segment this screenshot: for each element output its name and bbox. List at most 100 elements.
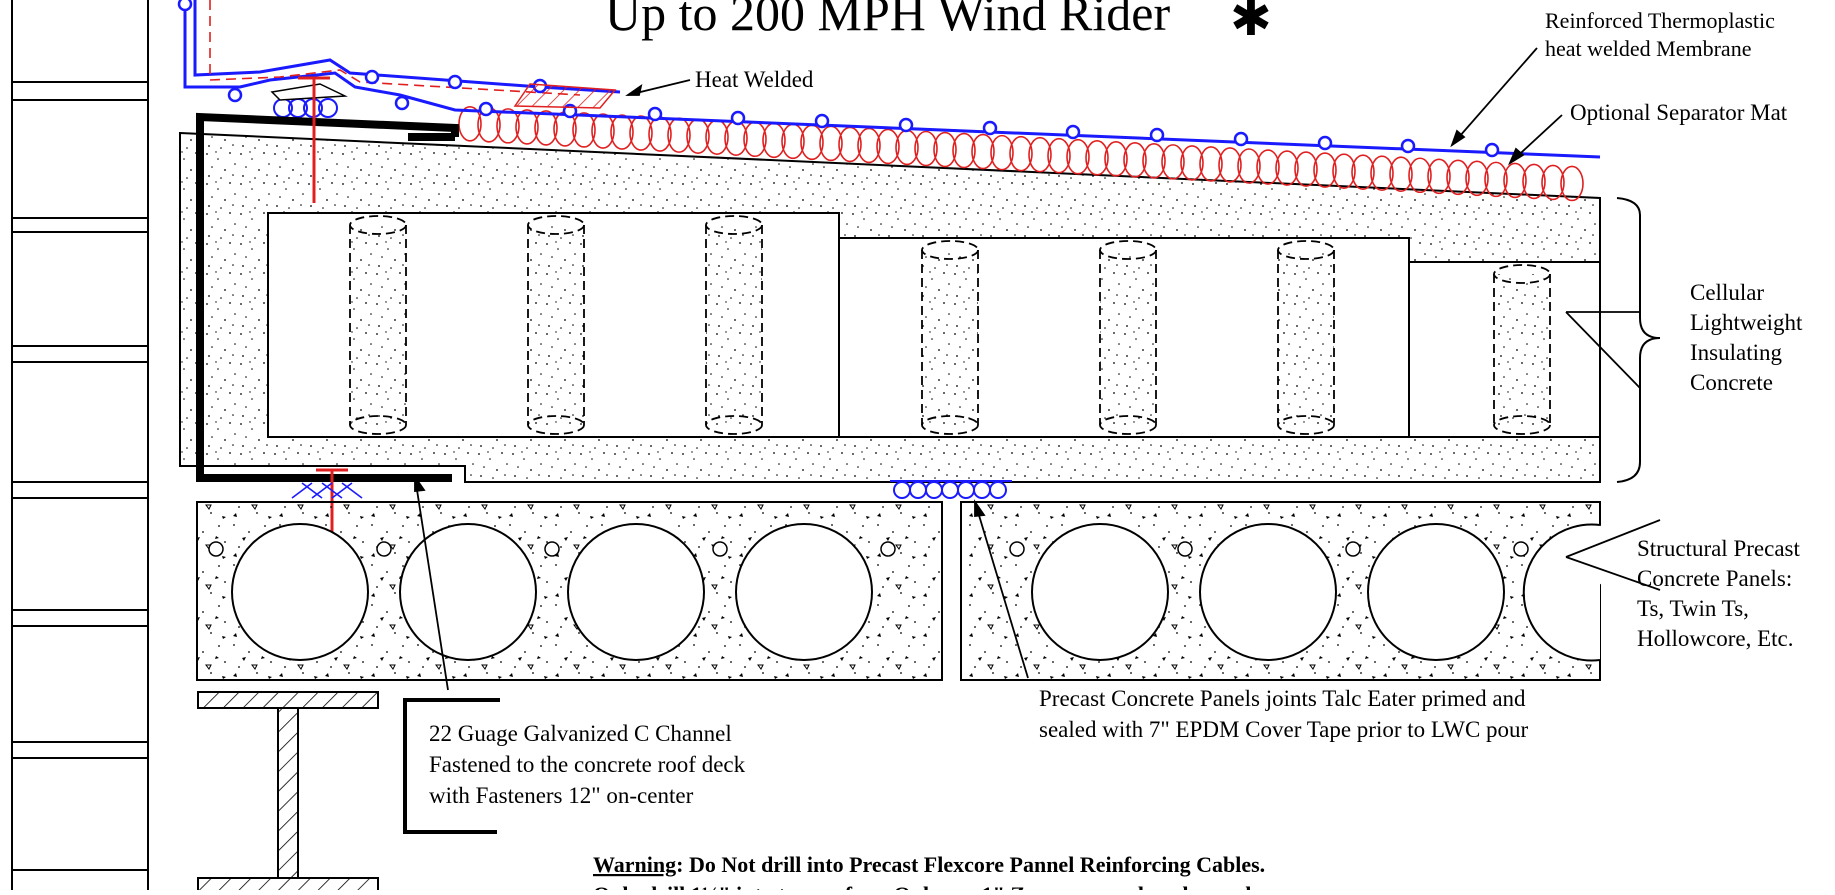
- tape-circle: [941, 481, 959, 499]
- separator-loop: [1066, 138, 1090, 175]
- key-top: [349, 215, 407, 235]
- concrete-key: [921, 240, 979, 435]
- separator-loop: [1446, 159, 1470, 196]
- concrete-key: [705, 215, 763, 435]
- c-channel-label-line-2: Fastened to the concrete roof deck: [429, 752, 746, 777]
- separator-loop: [1161, 144, 1185, 180]
- separator-loop: [591, 113, 615, 149]
- warning-text-line-1: : Do Not drill into Precast Flexcore Pan…: [676, 852, 1265, 877]
- precast-panels: [196, 501, 1601, 681]
- hollow-core: [231, 523, 369, 661]
- c-channel-label-line-1: 22 Guage Galvanized C Channel: [429, 721, 732, 746]
- separator-loop: [572, 112, 596, 148]
- separator-loop: [1503, 162, 1527, 199]
- hollow-core: [1367, 523, 1505, 661]
- separator-loop: [1237, 148, 1261, 184]
- separator-loop: [1180, 145, 1204, 181]
- separator-loop: [1370, 155, 1394, 191]
- key-fill: [1100, 250, 1156, 425]
- separator-loop: [952, 132, 976, 169]
- concrete-key: [527, 215, 585, 435]
- concrete-key: [1277, 240, 1335, 435]
- hollow-core: [399, 523, 537, 661]
- parapet-wall: [11, 0, 149, 890]
- tape-circle: [909, 481, 927, 499]
- separator-loop: [1351, 154, 1375, 190]
- backer-rod: [318, 98, 338, 118]
- edge-clip: [270, 83, 348, 101]
- hollow-cores: [208, 523, 1601, 662]
- separator-loop: [458, 106, 482, 142]
- separator-loop: [1484, 161, 1508, 198]
- key-bottom: [527, 415, 585, 435]
- key-fill: [1494, 274, 1550, 425]
- strand-hole: [1009, 541, 1025, 557]
- weld-point: [394, 95, 410, 111]
- key-bottom: [349, 415, 407, 435]
- title-asterisk: ✱: [1230, 0, 1272, 46]
- strand-hole: [712, 541, 728, 557]
- steel-i-beam: [197, 691, 379, 895]
- separator-loop: [1028, 136, 1052, 173]
- edge-backer-rods: [270, 83, 348, 118]
- weld-point: [1065, 124, 1081, 140]
- precast-label-line-4: Hollowcore, Etc.: [1637, 626, 1793, 651]
- c-channel-edge: [196, 112, 459, 482]
- weld-point: [447, 74, 463, 90]
- key-top: [921, 240, 979, 260]
- separator-loop: [1522, 163, 1546, 200]
- wall-block-joints: [12, 81, 148, 871]
- separator-mat-label: Optional Separator Mat: [1570, 100, 1788, 125]
- separator-loop: [1465, 160, 1489, 197]
- weld-point: [1149, 127, 1165, 143]
- separator-loop: [971, 133, 995, 170]
- separator-loop: [1218, 147, 1242, 183]
- lwc-brace: [1616, 197, 1661, 483]
- drawing-title: Up to 200 MPH Wind Rider: [605, 0, 1170, 41]
- membrane-label-line-2: heat welded Membrane: [1545, 36, 1751, 61]
- key-top: [1099, 240, 1157, 260]
- lightweight-concrete-layer: [179, 131, 1601, 483]
- separator-loop: [1104, 140, 1128, 177]
- weld-point: [1484, 142, 1500, 158]
- tie-cross-hatch: [291, 482, 363, 499]
- hollow-core: [1031, 523, 1169, 661]
- concrete-key: [1099, 240, 1157, 435]
- separator-loop: [496, 108, 520, 144]
- lwc-label-line-1: Cellular: [1690, 280, 1764, 305]
- separator-loop: [914, 130, 938, 167]
- tape-circle: [957, 481, 975, 499]
- separator-loop: [1275, 150, 1299, 186]
- separator-loop: [1313, 152, 1337, 188]
- weld-point: [730, 110, 746, 126]
- precast-label-line-2: Concrete Panels:: [1637, 566, 1792, 591]
- tape-circle: [989, 481, 1007, 499]
- separator-loop: [610, 114, 634, 150]
- weld-point: [647, 106, 663, 122]
- key-top: [1277, 240, 1335, 260]
- weld-point: [1317, 135, 1333, 151]
- leader-lines: [414, 47, 1661, 691]
- heat-welded-label: Heat Welded: [695, 67, 814, 92]
- key-fill: [706, 225, 762, 425]
- joint-cover-tape: [890, 480, 1012, 499]
- weld-point: [364, 69, 380, 85]
- key-fill: [1278, 250, 1334, 425]
- weld-point: [982, 120, 998, 136]
- separator-loop: [1047, 137, 1071, 174]
- separator-loop: [515, 109, 539, 145]
- strand-hole: [208, 541, 224, 557]
- weld-point: [898, 117, 914, 133]
- strand-hole: [1177, 541, 1193, 557]
- lwc-label-line-4: Concrete: [1690, 370, 1773, 395]
- separator-loop: [1123, 142, 1147, 178]
- separator-loop: [1142, 143, 1166, 179]
- separator-loop: [1408, 157, 1432, 194]
- tape-circle: [893, 481, 911, 499]
- separator-loop: [1294, 151, 1318, 187]
- lwc-label-line-3: Insulating: [1690, 340, 1782, 365]
- hollow-core-partial: [1522, 523, 1601, 662]
- separator-loop: [1427, 158, 1451, 195]
